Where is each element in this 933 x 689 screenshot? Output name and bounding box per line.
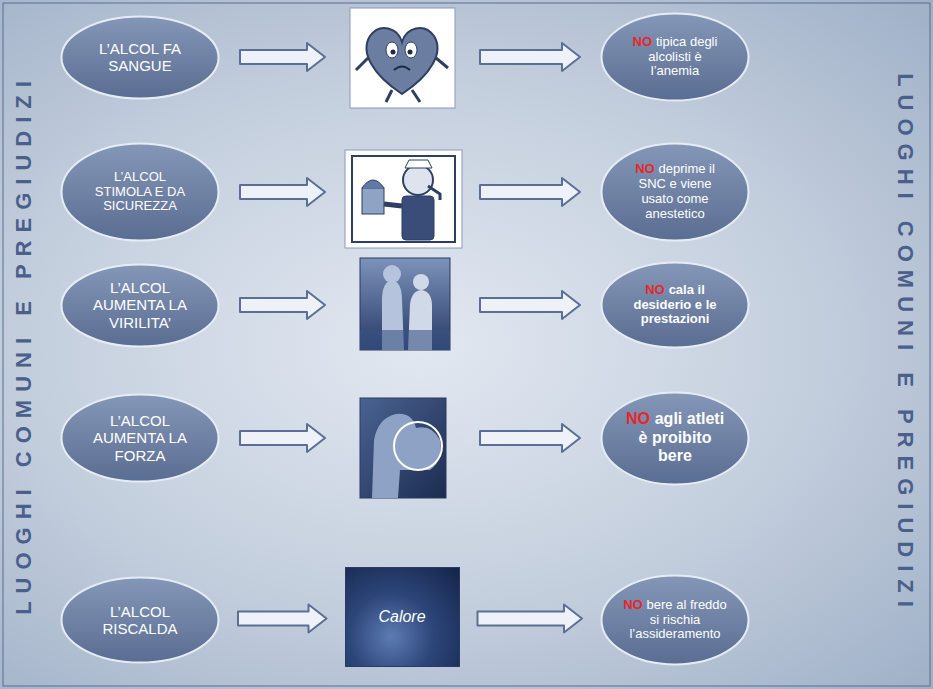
sailor-cartoon: [345, 150, 462, 248]
mouth: [394, 67, 410, 71]
node-text: L’ALCOL STIMOLA E DA SICUREZZA: [95, 169, 185, 214]
ellipse-shape: [62, 395, 219, 482]
node-text: Calore: [378, 608, 425, 625]
block-arrow: [240, 178, 325, 206]
head: [403, 165, 433, 195]
cap: [405, 160, 432, 168]
ellipse-shape: [602, 263, 749, 348]
text-block: NOcala il desiderio e le prestazioni: [623, 283, 727, 328]
negation-word: NO: [626, 410, 650, 427]
pupil: [408, 50, 413, 55]
negation-word: NO: [633, 34, 653, 49]
ellipse-shape: [62, 578, 219, 663]
block-arrow: [480, 424, 580, 452]
highlight-circle: [394, 422, 442, 470]
picture-frame: [350, 8, 455, 108]
myth-ellipse: NOtipica degli alcolisti è l’anemia: [600, 12, 750, 102]
negation-word: NO: [645, 282, 665, 297]
ellipse-shape: [602, 144, 749, 241]
photo: [360, 398, 446, 498]
ellipse-shape: [62, 16, 219, 98]
myth-ellipse: L’ALCOL AUMENTA LA FORZA: [60, 393, 220, 483]
spinach: [362, 180, 384, 188]
ellipse-shape: [602, 576, 749, 665]
myth-ellipse: L’ALCOL STIMOLA E DA SICUREZZA: [60, 142, 220, 242]
node-text: L’ALCOL AUMENTA LA VIRILITA’: [93, 279, 187, 331]
body: [402, 196, 434, 240]
negation-word: NO: [623, 597, 643, 612]
ellipse-shape: [62, 264, 219, 346]
myth-ellipse: NOagli atleti è proibito bere: [600, 391, 750, 486]
negation-word: NO: [635, 161, 655, 176]
inner-frame: [352, 156, 455, 242]
myth-ellipse: L’ALCOL AUMENTA LA VIRILITA’: [60, 263, 220, 348]
text-block: NOdeprime il SNC e viene usato come anes…: [623, 162, 727, 222]
text-block: L’ALCOL FA SANGUE: [84, 40, 196, 75]
myth-ellipse: NObere al freddo si rischia l’assiderame…: [600, 574, 750, 666]
side-title: LUOGHI COMUNI E PREGIUDIZI: [892, 73, 918, 615]
limbs: [356, 58, 448, 102]
block-arrow: [480, 291, 580, 319]
silhouette-head: [383, 265, 401, 283]
node-text: L’ALCOL RISCALDA: [102, 603, 177, 637]
block-arrow: [240, 424, 325, 452]
text-block: Calore: [352, 608, 452, 626]
text-block: NObere al freddo si rischia l’assiderame…: [619, 598, 731, 643]
heart-shape: [367, 28, 438, 94]
heart-cartoon: [350, 8, 455, 108]
frame: [3, 3, 930, 686]
myth-ellipse: L’ALCOL FA SANGUE: [60, 15, 220, 100]
node-text: L’ALCOL FA SANGUE: [99, 40, 181, 74]
text-block: NOtipica degli alcolisti è l’anemia: [623, 35, 727, 80]
block-arrow: [480, 178, 580, 206]
couple-photo: [360, 258, 450, 350]
side-title: LUOGHI COMUNI E PREGIUDIZI: [11, 73, 37, 615]
ellipse-shape: [62, 144, 219, 241]
arm: [384, 204, 402, 206]
myth-ellipse: NOdeprime il SNC e viene usato come anes…: [600, 142, 750, 242]
node-text: bere al freddo si rischia l’assiderament…: [629, 597, 726, 642]
ellipse-shape: [602, 14, 749, 101]
ellipse-shape: [602, 392, 749, 484]
text-block: L’ALCOL STIMOLA E DA SICUREZZA: [84, 170, 196, 215]
block-arrow: [238, 605, 327, 633]
picture-box: Calore: [345, 567, 460, 667]
spinach-can: [362, 188, 384, 214]
node-text: tipica degli alcolisti è l’anemia: [648, 34, 717, 79]
node-text: L’ALCOL AUMENTA LA FORZA: [93, 412, 187, 464]
water: [360, 330, 450, 350]
block-arrow: [240, 43, 325, 71]
text-block: L’ALCOL AUMENTA LA VIRILITA’: [84, 279, 196, 331]
myth-ellipse: NOcala il desiderio e le prestazioni: [600, 261, 750, 349]
pupil: [391, 50, 396, 55]
block-arrow: [480, 43, 580, 71]
eye: [405, 42, 417, 58]
block-arrow: [478, 605, 583, 633]
photo: [360, 258, 450, 350]
silhouette-head: [413, 274, 429, 290]
muscle-photo: [360, 398, 446, 498]
myth-ellipse: L’ALCOL RISCALDA: [60, 576, 220, 664]
text-block: L’ALCOL AUMENTA LA FORZA: [84, 412, 196, 464]
node-text: agli atleti è proibito bere: [639, 410, 725, 464]
picture-frame: [345, 150, 462, 248]
eye: [386, 42, 398, 58]
block-arrow: [240, 291, 325, 319]
text-block: L’ALCOL RISCALDA: [84, 603, 196, 638]
text-block: NOagli atleti è proibito bere: [623, 410, 727, 465]
